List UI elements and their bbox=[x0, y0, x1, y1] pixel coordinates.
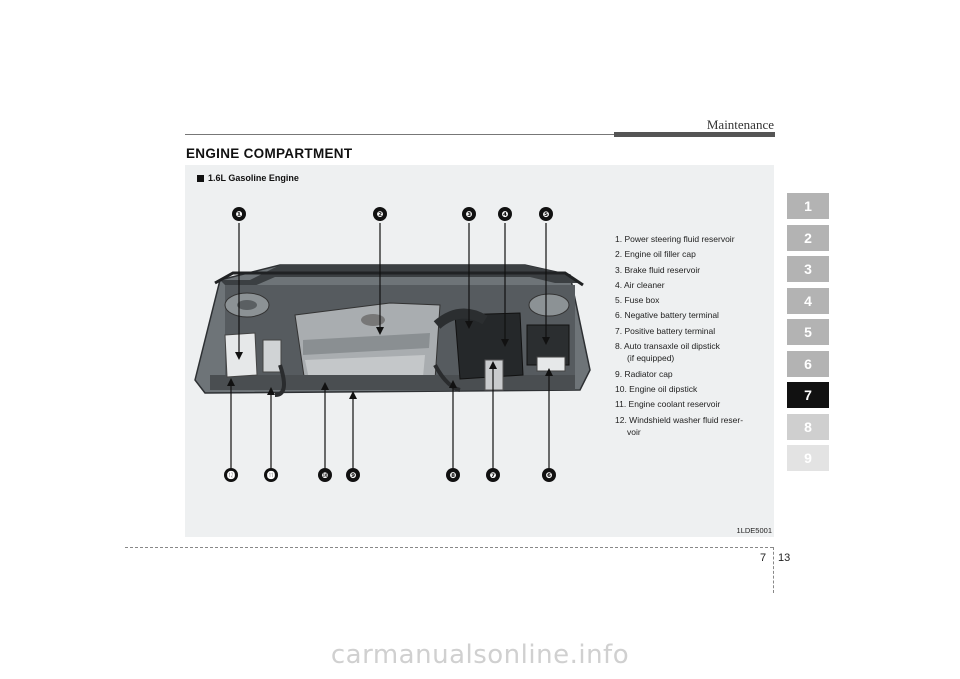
legend-item: 2. Engine oil filler cap bbox=[615, 247, 775, 262]
callout-6: ❻ bbox=[542, 468, 556, 482]
page-title: ENGINE COMPARTMENT bbox=[186, 146, 352, 161]
callout-1: ❶ bbox=[232, 207, 246, 221]
legend-item: 3. Brake fluid reservoir bbox=[615, 263, 775, 278]
callout-2: ❷ bbox=[373, 207, 387, 221]
chapter-tab-2[interactable]: 2 bbox=[787, 225, 829, 251]
page-number: 13 bbox=[778, 552, 790, 564]
page-chapter-number: 7 bbox=[760, 552, 766, 564]
callout-5: ❺ bbox=[539, 207, 553, 221]
callout-11: ⓫ bbox=[264, 468, 278, 482]
legend-item: 5. Fuse box bbox=[615, 293, 775, 308]
footer-divider bbox=[773, 547, 774, 593]
chapter-tab-8[interactable]: 8 bbox=[787, 414, 829, 440]
chapter-tab-4[interactable]: 4 bbox=[787, 288, 829, 314]
chapter-tab-6[interactable]: 6 bbox=[787, 351, 829, 377]
figure-code: 1LDE5001 bbox=[737, 526, 772, 535]
chapter-tab-1[interactable]: 1 bbox=[787, 193, 829, 219]
legend-item: 6. Negative battery terminal bbox=[615, 308, 775, 323]
chapter-tab-5[interactable]: 5 bbox=[787, 319, 829, 345]
parts-legend: 1. Power steering fluid reservoir 2. Eng… bbox=[615, 232, 775, 440]
callout-3: ❸ bbox=[462, 207, 476, 221]
legend-item: 4. Air cleaner bbox=[615, 278, 775, 293]
legend-item: 7. Positive battery terminal bbox=[615, 324, 775, 339]
header-rule-accent bbox=[614, 132, 775, 137]
chapter-tab-9[interactable]: 9 bbox=[787, 445, 829, 471]
chapter-tab-7[interactable]: 7 bbox=[787, 382, 829, 408]
legend-item: 10. Engine oil dipstick bbox=[615, 382, 775, 397]
legend-item: 11. Engine coolant reservoir bbox=[615, 397, 775, 412]
chapter-tab-3[interactable]: 3 bbox=[787, 256, 829, 282]
footer-rule bbox=[125, 547, 773, 548]
callout-9: ❾ bbox=[346, 468, 360, 482]
legend-item: 9. Radiator cap bbox=[615, 367, 775, 382]
watermark: carmanualsonline.info bbox=[0, 640, 960, 670]
callout-4: ❹ bbox=[498, 207, 512, 221]
callout-12: ⓬ bbox=[224, 468, 238, 482]
figure-panel: 1.6L Gasoline Engine bbox=[185, 165, 774, 537]
header-section-title: Maintenance bbox=[707, 117, 774, 133]
callout-10: ❿ bbox=[318, 468, 332, 482]
legend-item: 1. Power steering fluid reservoir bbox=[615, 232, 775, 247]
callout-8: ❽ bbox=[446, 468, 460, 482]
chapter-tabs: 1 2 3 4 5 6 7 8 9 bbox=[787, 193, 829, 477]
callout-7: ❼ bbox=[486, 468, 500, 482]
